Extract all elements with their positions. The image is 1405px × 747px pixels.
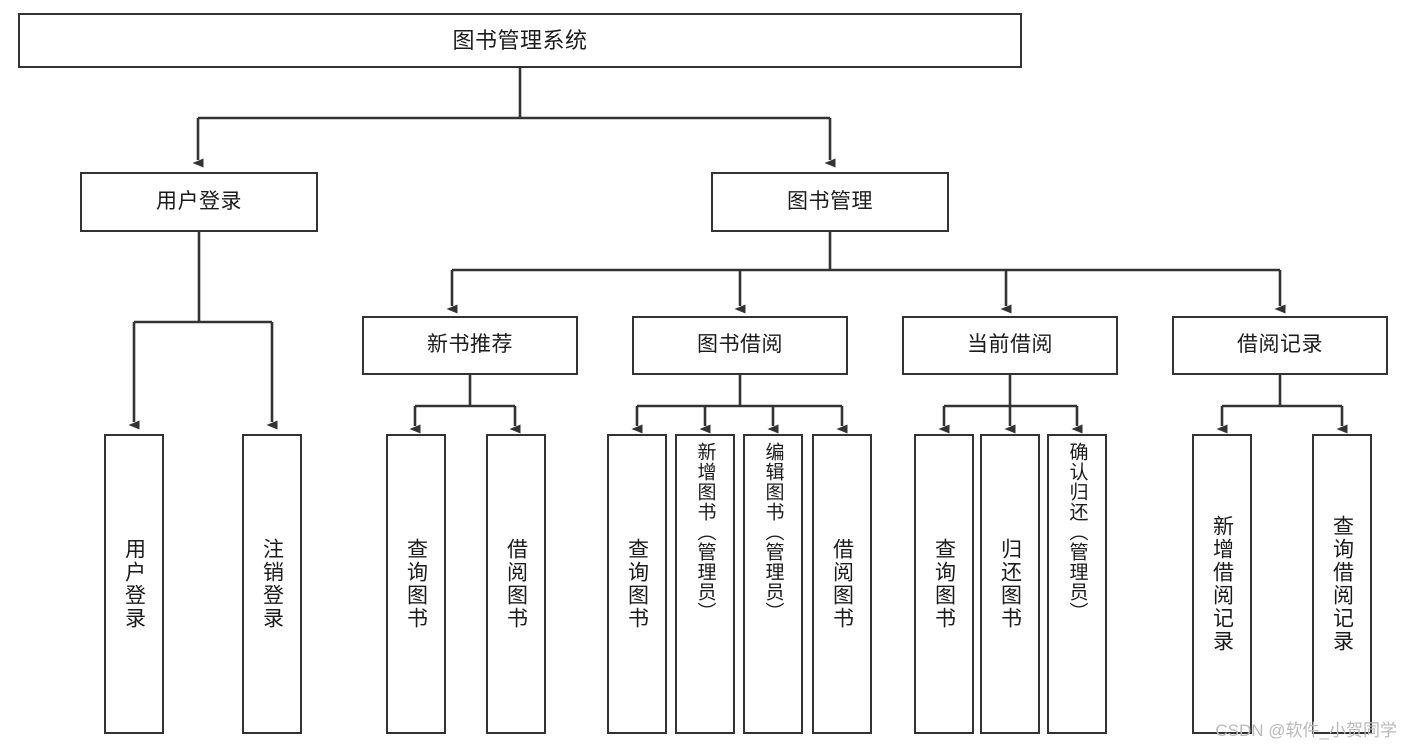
node-book-borrow-label: 图书借阅 (697, 333, 783, 357)
leaf-query-book-3-label: 查询图书 (932, 538, 956, 630)
node-new-book-recommend-label: 新书推荐 (427, 333, 513, 357)
leaf-query-book-2[interactable]: 查询图书 (607, 434, 667, 734)
leaf-return-book-label: 归还图书 (998, 538, 1022, 630)
leaf-logout[interactable]: 注销登录 (242, 434, 302, 734)
leaf-query-book-1-label: 查询图书 (404, 538, 428, 630)
node-root-label: 图书管理系统 (452, 27, 588, 53)
leaf-query-book-3[interactable]: 查询图书 (914, 434, 974, 734)
leaf-add-borrow-record-label: 新增借阅记录 (1210, 515, 1234, 653)
leaf-confirm-return[interactable]: 确认归还（管理员） (1047, 434, 1107, 734)
leaf-borrow-book-2-label: 借阅图书 (830, 538, 854, 630)
leaf-edit-book[interactable]: 编辑图书（管理员） (743, 434, 803, 734)
leaf-query-borrow-record[interactable]: 查询借阅记录 (1312, 434, 1372, 734)
leaf-return-book[interactable]: 归还图书 (980, 434, 1040, 734)
node-book-manage[interactable]: 图书管理 (711, 172, 949, 232)
node-new-book-recommend[interactable]: 新书推荐 (362, 316, 578, 375)
node-current-borrow[interactable]: 当前借阅 (902, 316, 1118, 375)
watermark: CSDN @软件_小贺同学 (1215, 721, 1397, 740)
node-book-manage-label: 图书管理 (787, 189, 873, 213)
leaf-add-book[interactable]: 新增图书（管理员） (675, 434, 735, 734)
leaf-user-login[interactable]: 用户登录 (104, 434, 164, 734)
leaf-query-borrow-record-label: 查询借阅记录 (1330, 515, 1354, 653)
node-user-login-label: 用户登录 (156, 189, 242, 213)
leaf-add-book-label: 新增图书（管理员） (694, 442, 716, 622)
leaf-query-book-1[interactable]: 查询图书 (386, 434, 446, 734)
leaf-borrow-book-1-label: 借阅图书 (504, 538, 528, 630)
node-borrow-record[interactable]: 借阅记录 (1172, 316, 1388, 375)
leaf-borrow-book-1[interactable]: 借阅图书 (486, 434, 546, 734)
leaf-logout-label: 注销登录 (260, 538, 284, 630)
node-root[interactable]: 图书管理系统 (18, 13, 1022, 68)
node-borrow-record-label: 借阅记录 (1237, 333, 1323, 357)
node-user-login[interactable]: 用户登录 (80, 172, 318, 232)
leaf-borrow-book-2[interactable]: 借阅图书 (812, 434, 872, 734)
leaf-edit-book-label: 编辑图书（管理员） (762, 442, 784, 622)
leaf-add-borrow-record[interactable]: 新增借阅记录 (1192, 434, 1252, 734)
leaf-user-login-label: 用户登录 (122, 538, 146, 630)
leaf-query-book-2-label: 查询图书 (625, 538, 649, 630)
leaf-confirm-return-label: 确认归还（管理员） (1066, 442, 1088, 622)
node-book-borrow[interactable]: 图书借阅 (632, 316, 848, 375)
node-current-borrow-label: 当前借阅 (967, 333, 1053, 357)
